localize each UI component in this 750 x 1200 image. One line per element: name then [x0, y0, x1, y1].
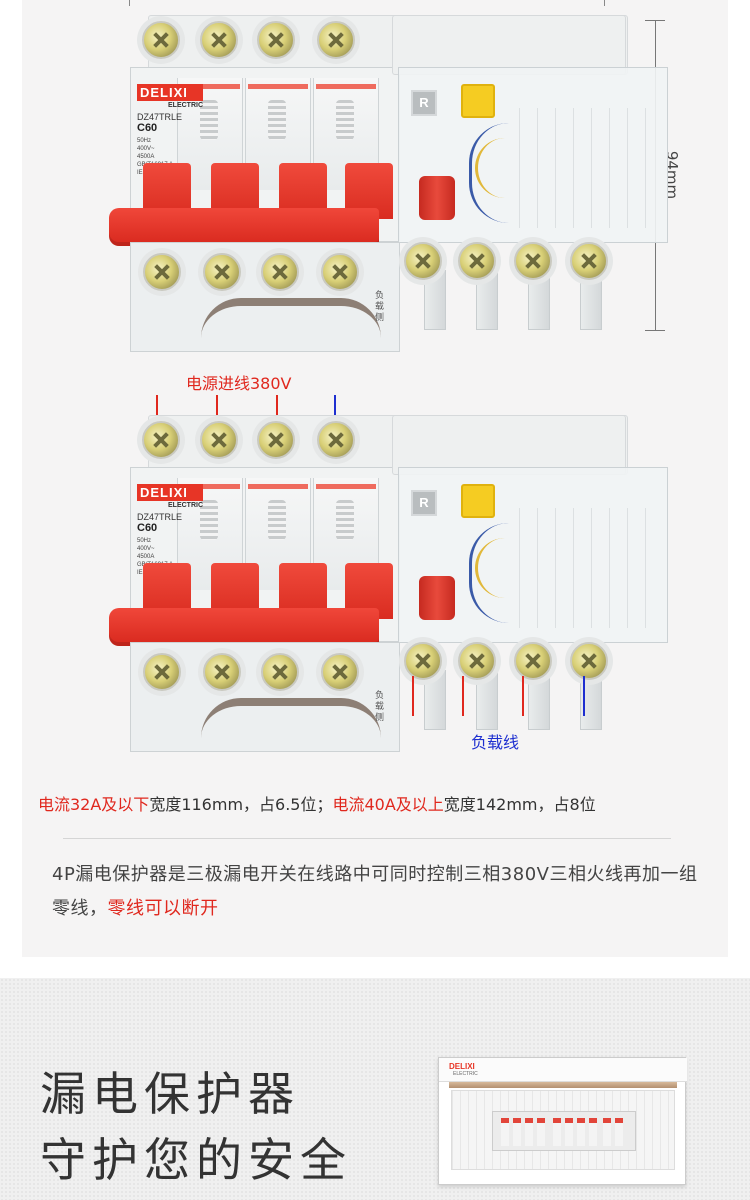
rcd-module: R [398, 467, 668, 643]
description-text: 4P漏电保护器是三极漏电开关在线路中可同时控制三相380V三相火线再加一组零线，… [52, 864, 698, 919]
brand-logo: DELIXI [137, 84, 203, 101]
terminal-screw-icon [458, 242, 496, 280]
phase-line-in [216, 395, 218, 417]
phase-line-in [276, 395, 278, 417]
terminal-screw-icon [200, 421, 238, 459]
red-handle-bar[interactable] [109, 208, 379, 246]
red-handle-bar[interactable] [109, 608, 379, 646]
terminal-screw-icon [321, 253, 359, 291]
phase-line-out [412, 676, 414, 716]
dimension-tick-top [645, 20, 665, 21]
width-note: 电流32A及以下宽度116mm，占6.5位；电流40A及以上宽度142mm，占8… [38, 795, 596, 814]
blue-wire [469, 123, 513, 223]
terminal-screw-icon [143, 653, 181, 691]
rcd-module: R [398, 67, 668, 243]
banner-line1: 漏电保护器 [40, 1067, 300, 1121]
terminal-screw-icon [200, 21, 238, 59]
box-brand: DELIXI [449, 1062, 475, 1071]
brand-logo: DELIXI [137, 484, 203, 501]
rating-label: C60 [137, 522, 158, 534]
terminal-screw-icon [257, 21, 295, 59]
divider [63, 838, 671, 839]
terminal-screw-icon [570, 642, 608, 680]
distribution-box-image: DELIXI ELECTRIC [438, 1057, 687, 1185]
yellow-wire [475, 138, 505, 198]
rcd-bottom-terminals [400, 230, 610, 330]
terminal-screw-icon [203, 653, 241, 691]
brown-wire [201, 298, 381, 338]
terminal-screw-icon [317, 21, 355, 59]
terminal-screw-icon [261, 253, 299, 291]
bottom-terminals: 负载侧 [130, 242, 400, 352]
terminal-screw-icon [317, 421, 355, 459]
terminal-screw-icon [203, 253, 241, 291]
dimension-tick-bottom [645, 330, 665, 331]
terminal-screw-icon [142, 421, 180, 459]
source-label: 电源进线380V [186, 374, 292, 393]
terminal-screw-icon [261, 653, 299, 691]
yellow-trip-button[interactable] [461, 484, 495, 518]
red-coil [419, 576, 455, 620]
blue-wire [469, 523, 513, 623]
test-button[interactable]: R [411, 490, 437, 516]
red-coil [419, 176, 455, 220]
terminal-screw-icon [257, 421, 295, 459]
terminal-screw-icon [142, 21, 180, 59]
edge-mark-right [604, 0, 605, 6]
model-number: DZ47TRLE [137, 112, 183, 122]
terminal-screw-icon [404, 242, 442, 280]
edge-mark-left [129, 0, 130, 6]
brand-sub: ELECTRIC [168, 502, 203, 509]
terminal-screw-icon [321, 653, 359, 691]
terminal-screw-icon [570, 242, 608, 280]
yellow-trip-button[interactable] [461, 84, 495, 118]
phase-line-out [522, 676, 524, 716]
neutral-line-out [583, 676, 585, 716]
terminal-screw-icon [143, 253, 181, 291]
box-brand-sub: ELECTRIC [453, 1071, 478, 1077]
brown-wire [201, 698, 381, 738]
yellow-wire [475, 538, 505, 598]
neutral-line-in [334, 395, 336, 417]
phase-line-in [156, 395, 158, 417]
terminal-screw-icon [404, 642, 442, 680]
model-number: DZ47TRLE [137, 512, 183, 522]
phase-line-out [462, 676, 464, 716]
terminal-screw-icon [514, 642, 552, 680]
terminal-screw-icon [514, 242, 552, 280]
brand-sub: ELECTRIC [168, 102, 203, 109]
load-label: 负载线 [471, 733, 520, 752]
rcd-bottom-terminals [400, 630, 610, 730]
terminal-screw-icon [458, 642, 496, 680]
load-side-text: 负载侧 [375, 291, 385, 323]
banner-line2: 守护您的安全 [40, 1133, 352, 1187]
test-button[interactable]: R [411, 90, 437, 116]
rcd-top-plate [392, 415, 626, 475]
rating-label: C60 [137, 122, 158, 134]
load-side-text: 负载侧 [375, 691, 385, 723]
rcd-top-plate [392, 15, 626, 75]
bottom-terminals: 负载侧 [130, 642, 400, 752]
